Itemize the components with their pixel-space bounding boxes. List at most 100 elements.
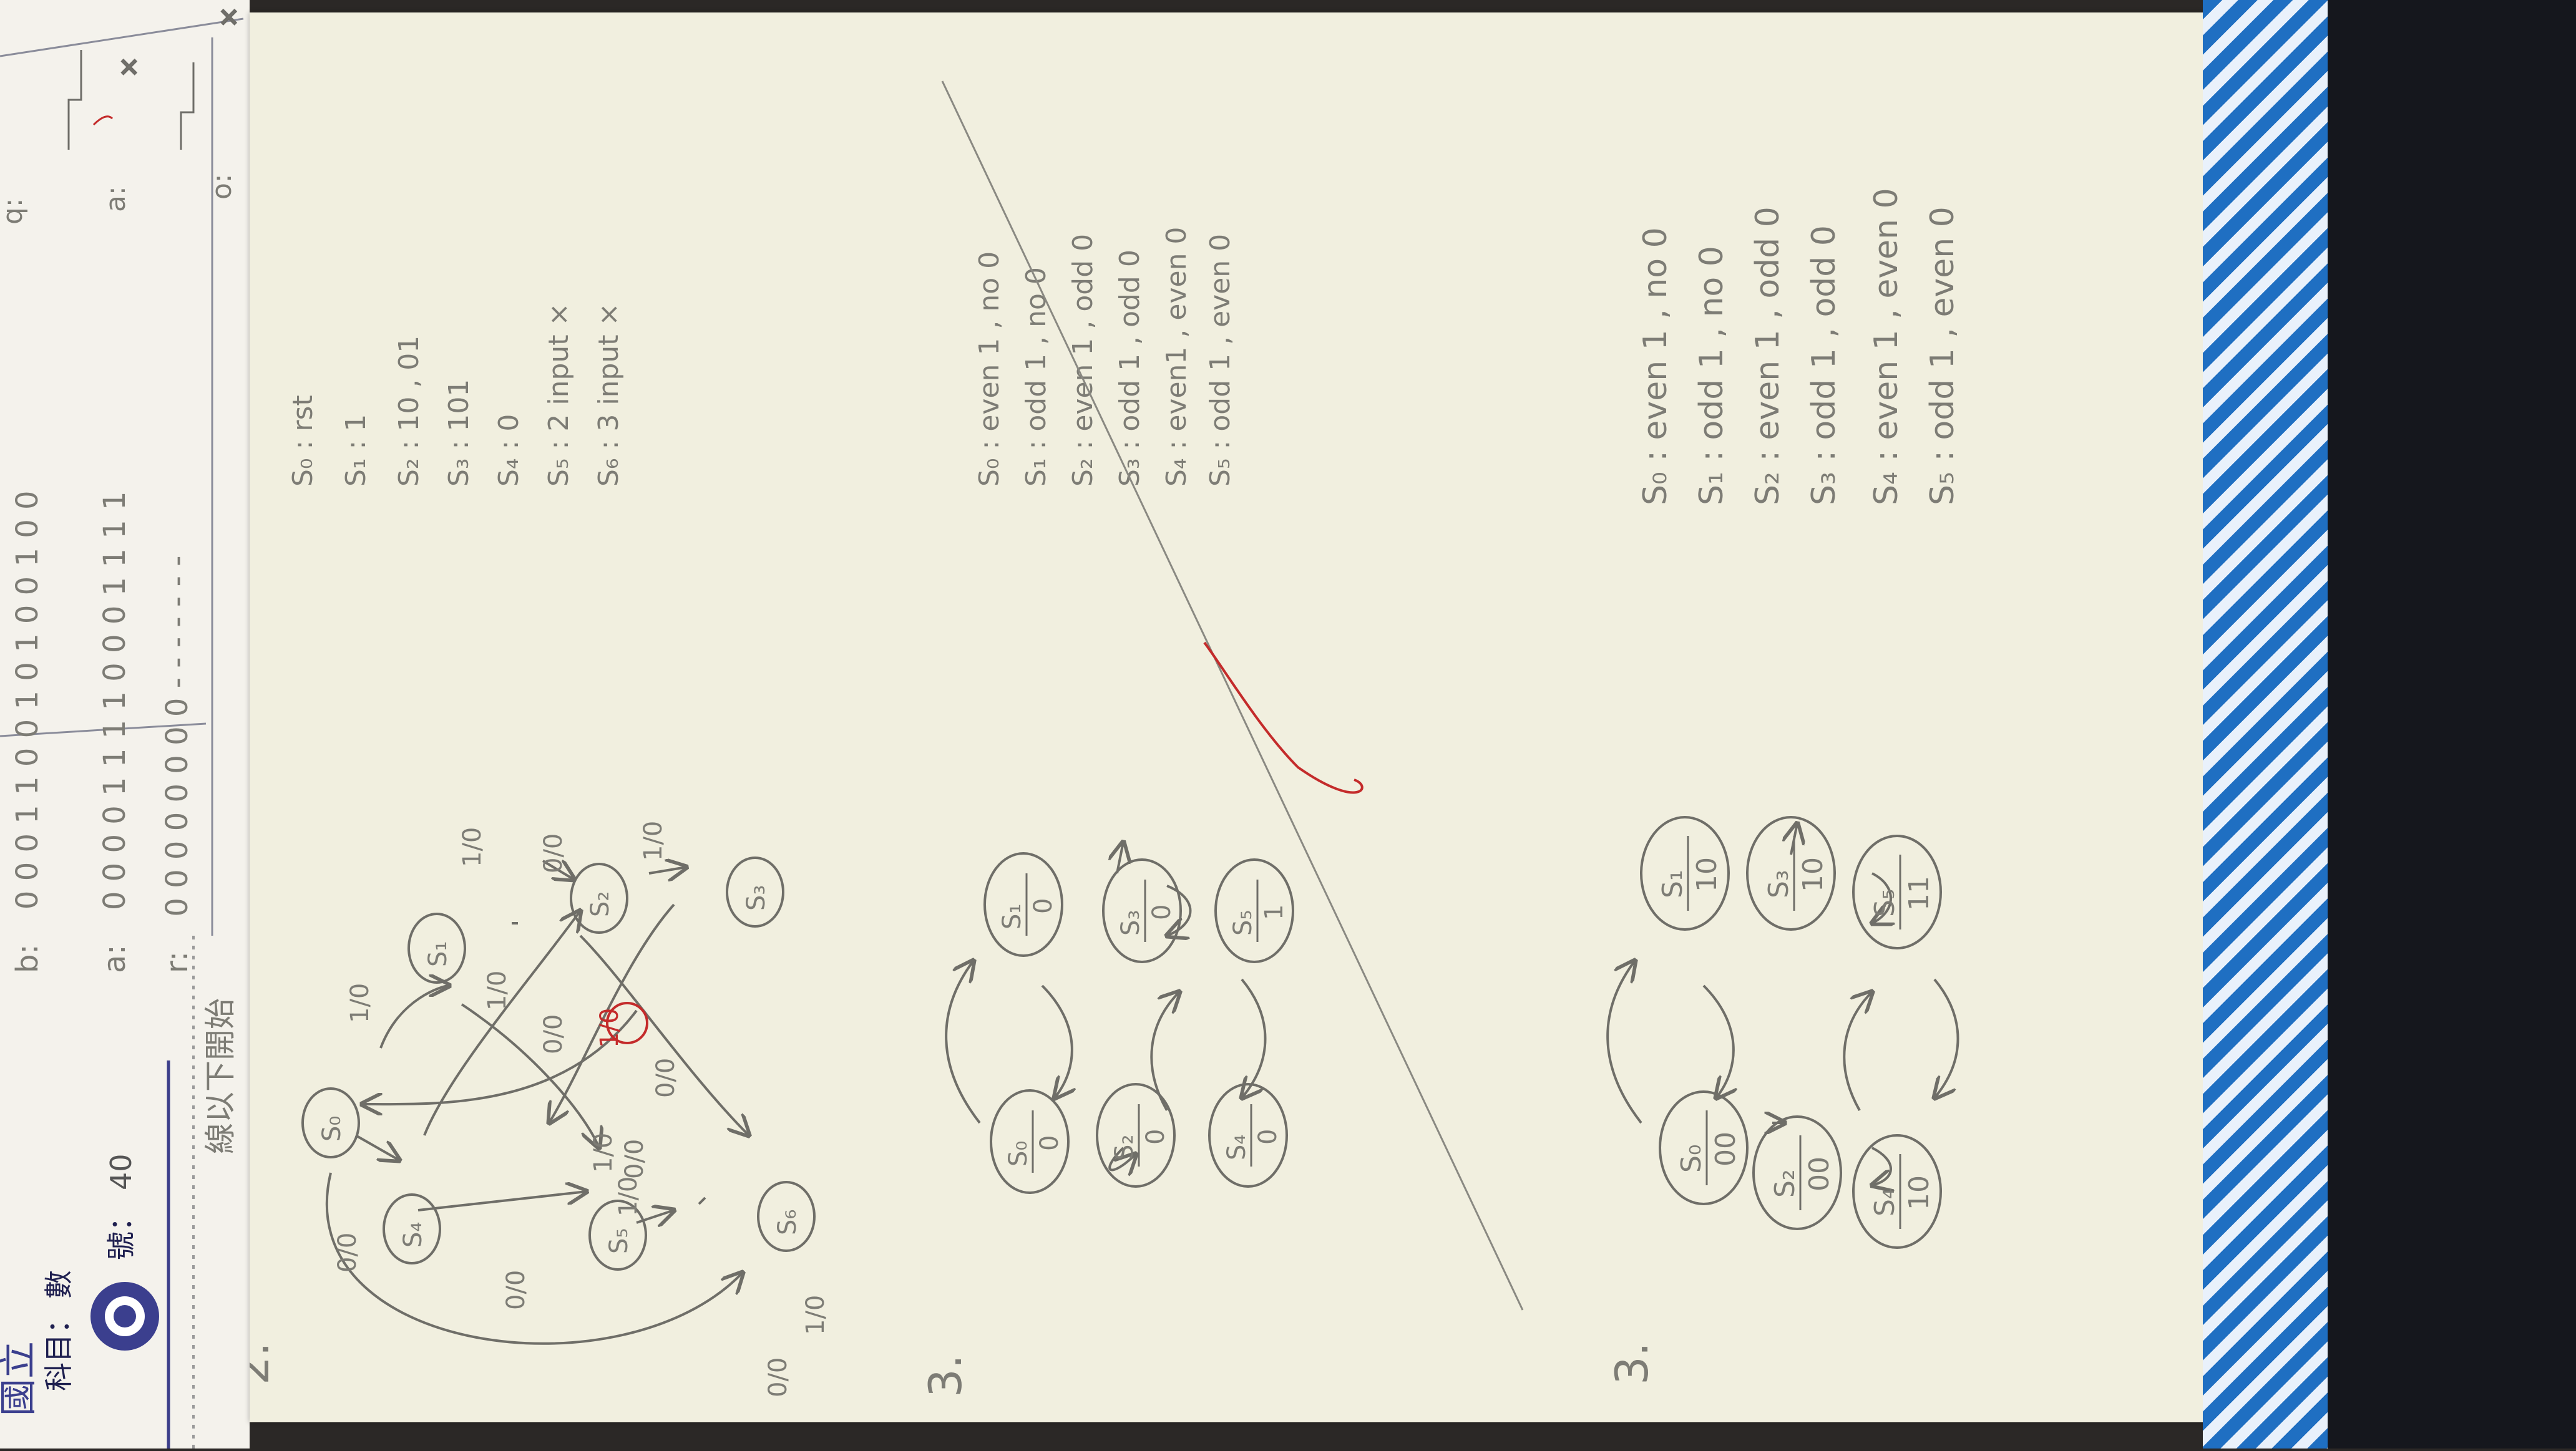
svg-text:S₂: S₂ bbox=[1769, 1169, 1801, 1198]
red-circle-mark bbox=[606, 1002, 648, 1044]
subject-label: 科目：數 bbox=[42, 1270, 76, 1391]
svg-text:00: 00 bbox=[1803, 1157, 1835, 1191]
state-node: S₁ bbox=[407, 913, 466, 984]
school-name: 國立 bbox=[0, 1341, 41, 1416]
svg-text:0: 0 bbox=[1254, 1129, 1282, 1145]
state-node: S₄ bbox=[383, 1193, 441, 1264]
waveform: × × bbox=[67, 2, 240, 150]
state-table-line: S₅ : odd 1 , even 0 bbox=[1924, 206, 1961, 505]
id-label: 號：40 bbox=[104, 1153, 138, 1260]
state-table-line: S₀ : rst bbox=[287, 395, 319, 487]
state-nodes-2: S₀ S₁ S₂ S₃ S₄ S₅ S₆ bbox=[301, 857, 816, 1271]
state-table-line: S₀ : even 1 , no 0 bbox=[973, 251, 1005, 487]
svg-text:S₀: S₀ bbox=[1004, 1141, 1033, 1167]
svg-text:×: × bbox=[119, 52, 140, 81]
state-table-line: S₆ : 3 input × bbox=[593, 303, 625, 487]
edge-label: 0/0 bbox=[333, 1233, 362, 1273]
table-row-r: r: 0 0 0 0 0 0 0 0 - - - - - - - bbox=[160, 556, 195, 974]
edge-label: 0/0 bbox=[502, 1270, 530, 1310]
state-node: S₆ bbox=[757, 1181, 816, 1252]
tear-line-text: 線以下開始 bbox=[202, 998, 238, 1154]
svg-text:S₄: S₄ bbox=[399, 1222, 427, 1248]
svg-text:S₅: S₅ bbox=[1229, 910, 1257, 936]
state-table-line: S₄ : even 1 , even 0 bbox=[1868, 188, 1905, 505]
svg-text:0: 0 bbox=[1029, 898, 1058, 914]
edge-label: 0/0 bbox=[764, 1357, 793, 1397]
state-diagram-2 bbox=[325, 861, 749, 1345]
state-table-line: S₅ : odd 1 , even 0 bbox=[1204, 234, 1236, 487]
edge-label: 1/0 bbox=[458, 827, 487, 867]
table-row-b: b: 0 0 0 1 1 0 0 1 0 1 0 0 1 0 0 bbox=[10, 490, 45, 973]
problem-number: 2. bbox=[250, 1342, 279, 1385]
problem-number: 3. bbox=[919, 1354, 972, 1397]
svg-text:0: 0 bbox=[1148, 905, 1176, 920]
waveform-label: o: bbox=[206, 173, 238, 200]
svg-text:S₁: S₁ bbox=[1657, 870, 1689, 898]
svg-text:S₃: S₃ bbox=[1116, 910, 1145, 936]
edge-label: 1/0 bbox=[589, 1133, 618, 1173]
binder-edge bbox=[2328, 0, 2576, 1449]
svg-text:S₀: S₀ bbox=[318, 1116, 346, 1142]
state-table-line: S₃ : 101 bbox=[443, 379, 475, 487]
striped-binder bbox=[2203, 0, 2340, 1449]
edge-label: 1/0 bbox=[483, 971, 512, 1011]
state-table-line: S₁ : 1 bbox=[340, 414, 372, 487]
svg-text:10: 10 bbox=[1797, 857, 1829, 892]
school-logo bbox=[90, 1282, 159, 1351]
svg-text:1: 1 bbox=[1260, 905, 1289, 920]
svg-text:S₃: S₃ bbox=[742, 885, 771, 911]
svg-text:S₀: S₀ bbox=[1676, 1144, 1707, 1173]
state-table-line: S₅ : 2 input × bbox=[543, 303, 575, 487]
svg-text:11: 11 bbox=[1903, 876, 1935, 911]
previous-page: b: 0 0 0 1 1 0 0 1 0 1 0 0 1 0 0 a: 0 0 … bbox=[0, 0, 250, 1449]
edge-label: 1/0 bbox=[639, 821, 668, 861]
svg-text:S₆: S₆ bbox=[773, 1210, 802, 1235]
state-node: S₃ bbox=[726, 857, 784, 928]
svg-text:S₄: S₄ bbox=[1869, 1188, 1901, 1216]
svg-text:×: × bbox=[218, 2, 240, 31]
red-correction-mark bbox=[1203, 641, 1364, 794]
state-table: S₀ : rst S₁ : 1 S₂ : 10 , 01 S₃ : 101 S₄… bbox=[287, 303, 625, 487]
previous-page-content: b: 0 0 0 1 1 0 0 1 0 1 0 0 1 0 0 a: 0 0 … bbox=[0, 2, 244, 1449]
table-row-a: a: 0 0 0 0 1 1 1 1 0 0 0 1 1 1 1 bbox=[97, 491, 132, 973]
svg-text:10: 10 bbox=[1691, 857, 1723, 892]
svg-text:S₅: S₅ bbox=[1869, 888, 1901, 917]
waveform-label: a: bbox=[100, 186, 132, 212]
strike-through-line bbox=[941, 80, 1524, 1311]
state-node: S₅ bbox=[588, 1200, 647, 1271]
svg-text:S₅: S₅ bbox=[605, 1228, 633, 1254]
state-table-line: S₃ : odd 1 , odd 0 bbox=[1805, 225, 1843, 505]
state-table-line: S₁ : odd 1 , no 0 bbox=[1693, 246, 1730, 505]
state-table-line: S₁ : odd 1 , no 0 bbox=[1020, 267, 1052, 487]
svg-text:S₂: S₂ bbox=[586, 891, 615, 917]
state-table-line: S₂ : 10 , 01 bbox=[393, 336, 425, 487]
state-table-line: S₃ : odd 1 , odd 0 bbox=[1114, 250, 1146, 487]
waveform-label: q: bbox=[0, 198, 29, 225]
edge-label: 1/0 bbox=[346, 983, 374, 1023]
edge-label: 0/0 bbox=[620, 1139, 649, 1179]
svg-text:S₃: S₃ bbox=[1763, 870, 1795, 898]
svg-text:00: 00 bbox=[1710, 1132, 1742, 1167]
edge-label: 0/0 bbox=[651, 1058, 680, 1098]
state-node: S₀ bbox=[301, 1087, 360, 1158]
edge-label: 1/0 bbox=[614, 1177, 643, 1216]
svg-text:10: 10 bbox=[1903, 1175, 1935, 1210]
state-table-line: S₂ : even 1 , odd 0 bbox=[1067, 234, 1099, 487]
edge-label: 0/0 bbox=[539, 833, 568, 873]
svg-text:0: 0 bbox=[1035, 1135, 1064, 1151]
state-table-line: S₄ : 0 bbox=[493, 414, 525, 487]
problem-number: 3. bbox=[1606, 1342, 1658, 1385]
state-table-line: S₀ : even 1 , no 0 bbox=[1637, 227, 1674, 505]
